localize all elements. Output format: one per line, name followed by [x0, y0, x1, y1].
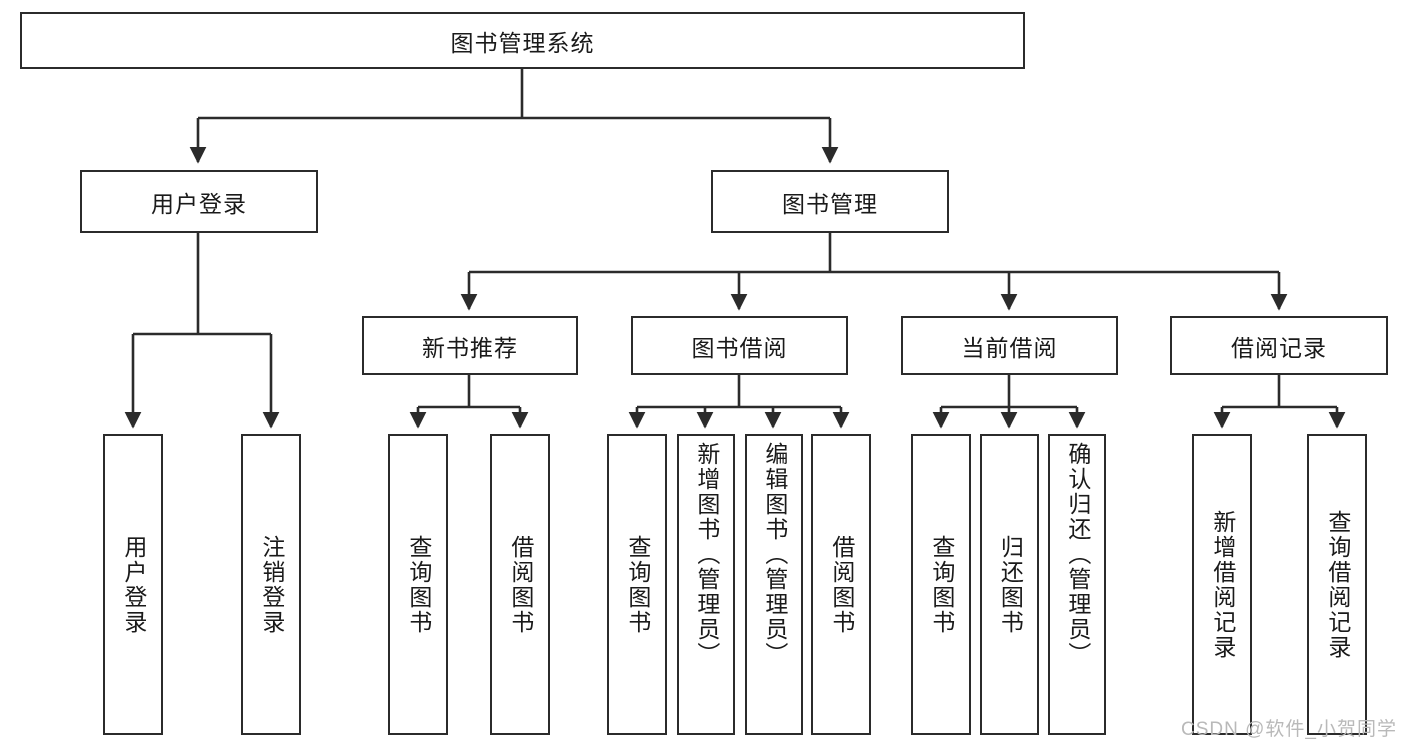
- node-book-management-system[interactable]: 图书管理系统: [20, 12, 1025, 69]
- node-label: 用户登录: [151, 190, 247, 217]
- leaf-user-login[interactable]: 用户登录: [103, 434, 163, 735]
- node-user-login[interactable]: 用户登录: [80, 170, 318, 233]
- node-label: 查询图书: [928, 534, 955, 635]
- node-label: 借阅图书: [507, 534, 534, 635]
- node-current-borrow[interactable]: 当前借阅: [901, 316, 1118, 375]
- leaf-query-book-1[interactable]: 查询图书: [388, 434, 448, 735]
- node-label: 归还图书: [997, 534, 1024, 635]
- leaf-borrow-book-1[interactable]: 借阅图书: [490, 434, 550, 735]
- leaf-edit-book-admin[interactable]: 编辑图书（管理员）: [745, 434, 803, 735]
- node-label: 编辑图书（管理员）: [761, 442, 788, 667]
- node-book-management[interactable]: 图书管理: [711, 170, 949, 233]
- node-book-borrow[interactable]: 图书借阅: [631, 316, 848, 375]
- leaf-borrow-book-2[interactable]: 借阅图书: [811, 434, 871, 735]
- leaf-query-book-2[interactable]: 查询图书: [607, 434, 667, 735]
- node-label: 新增借阅记录: [1209, 509, 1236, 660]
- node-label: 当前借阅: [961, 334, 1058, 361]
- node-label: 查询图书: [624, 534, 651, 635]
- node-label: 注销登录: [258, 534, 285, 635]
- leaf-query-borrow-record[interactable]: 查询借阅记录: [1307, 434, 1367, 735]
- node-label: 新书推荐: [422, 334, 518, 361]
- node-label: 新增图书（管理员）: [693, 442, 720, 667]
- leaf-logout-login[interactable]: 注销登录: [241, 434, 301, 735]
- csdn-watermark: CSDN @软件_小贺同学: [1181, 719, 1397, 740]
- node-label: 用户登录: [120, 534, 147, 635]
- node-label: 借阅记录: [1231, 334, 1327, 361]
- node-label: 图书借阅: [691, 334, 788, 361]
- node-new-book-recommend[interactable]: 新书推荐: [362, 316, 578, 375]
- node-label: 图书管理系统: [450, 29, 595, 56]
- node-label: 查询借阅记录: [1324, 509, 1351, 660]
- node-borrow-record[interactable]: 借阅记录: [1170, 316, 1388, 375]
- leaf-add-book-admin[interactable]: 新增图书（管理员）: [677, 434, 735, 735]
- node-label: 查询图书: [405, 534, 432, 635]
- leaf-add-borrow-record[interactable]: 新增借阅记录: [1192, 434, 1252, 735]
- leaf-return-book[interactable]: 归还图书: [980, 434, 1039, 735]
- leaf-confirm-return-admin[interactable]: 确认归还（管理员）: [1048, 434, 1106, 735]
- leaf-query-book-3[interactable]: 查询图书: [911, 434, 971, 735]
- node-label: 借阅图书: [828, 534, 855, 635]
- node-label: 图书管理: [782, 190, 878, 217]
- node-label: 确认归还（管理员）: [1064, 442, 1091, 667]
